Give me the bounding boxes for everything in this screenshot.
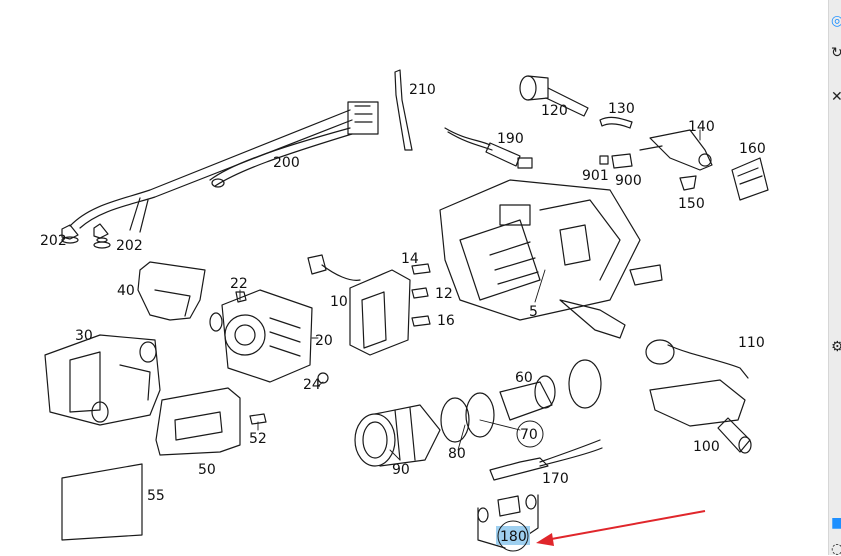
label-70: 70 (520, 427, 538, 443)
label-16: 16 (437, 313, 455, 329)
part-60-pipe (499, 359, 602, 421)
label-210: 210 (409, 82, 436, 98)
label-24: 24 (303, 377, 321, 393)
label-40: 40 (117, 283, 135, 299)
part-52-screw (249, 413, 267, 425)
label-130: 130 (608, 101, 635, 117)
part-170-glowplug (489, 439, 603, 481)
label-14: 14 (401, 251, 419, 267)
highlight-180 (496, 526, 530, 545)
part-180 (477, 494, 539, 549)
part-210-bracket (394, 69, 413, 151)
marker-square[interactable]: ■ (831, 516, 841, 530)
part-200-harness (61, 101, 379, 240)
label-20: 20 (315, 333, 333, 349)
part-70-ring (465, 392, 495, 438)
label-901: 901 (582, 168, 609, 184)
label-52: 52 (249, 431, 267, 447)
label-170: 170 (542, 471, 569, 487)
right-toolbar: ◎ ↻ ✕ ⚙ ■ ◌ (828, 0, 841, 556)
part-5-heater (439, 179, 663, 339)
part-900-901 (599, 153, 633, 169)
part-110-exhaust (645, 339, 749, 427)
label-90: 90 (392, 462, 410, 478)
part-20-housing (209, 289, 313, 383)
part-55-sheet (61, 463, 143, 541)
label-202-b: 202 (116, 238, 143, 254)
part-screws-12-14-16 (411, 263, 431, 327)
rotate-icon[interactable]: ↻ (831, 46, 841, 60)
label-150: 150 (678, 196, 705, 212)
part-10-control (307, 254, 411, 356)
label-190: 190 (497, 131, 524, 147)
label-160: 160 (739, 141, 766, 157)
part-30-exchanger (44, 334, 161, 426)
circle-70 (516, 420, 544, 448)
target-icon[interactable]: ◎ (831, 14, 841, 28)
label-5: 5 (529, 304, 538, 320)
part-40-cover (137, 261, 206, 321)
label-12: 12 (435, 286, 453, 302)
label-10: 10 (330, 294, 348, 310)
label-110: 110 (738, 335, 765, 351)
label-202-a: 202 (40, 233, 67, 249)
part-80-ring (440, 397, 470, 443)
label-100: 100 (693, 439, 720, 455)
leader-lines (239, 129, 701, 461)
part-120-inlet (519, 75, 589, 117)
part-190-sensor (444, 127, 533, 169)
label-140: 140 (688, 119, 715, 135)
label-55: 55 (147, 488, 165, 504)
part-160 (731, 157, 769, 201)
label-200: 200 (273, 155, 300, 171)
label-50: 50 (198, 462, 216, 478)
label-80: 80 (448, 446, 466, 462)
part-100-tailpipe (717, 417, 752, 454)
part-50-gasket (155, 387, 241, 456)
part-202-washers (61, 236, 111, 249)
ring-icon[interactable]: ◌ (831, 542, 841, 556)
label-30: 30 (75, 328, 93, 344)
label-22: 22 (230, 276, 248, 292)
circle-180 (497, 520, 529, 552)
pointer-arrow (536, 510, 706, 546)
part-90-burner (354, 404, 441, 467)
part-140-pump (639, 129, 713, 171)
settings-icon[interactable]: ⚙ (831, 340, 841, 354)
label-180: 180 (500, 529, 527, 545)
label-120: 120 (541, 103, 568, 119)
part-150 (679, 175, 697, 191)
label-900: 900 (615, 173, 642, 189)
close-icon[interactable]: ✕ (831, 90, 841, 104)
part-130-hose (599, 116, 633, 129)
part-24-screw (317, 372, 329, 384)
label-60: 60 (515, 370, 533, 386)
